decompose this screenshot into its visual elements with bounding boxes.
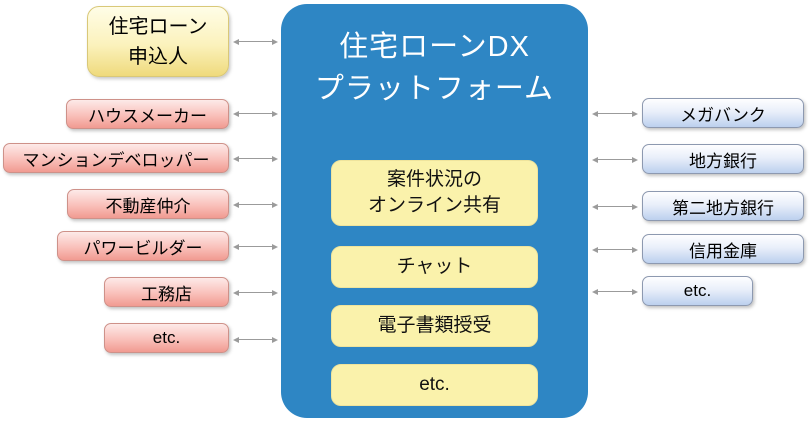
- feature-box-etc: etc.: [331, 364, 538, 406]
- actor-box-construction-shop: 工務店: [104, 277, 229, 307]
- bank-box-regional-bank: 地方銀行: [642, 144, 804, 174]
- double-arrow-real-estate-broker-icon: [233, 200, 278, 209]
- double-arrow-regional-bank-icon: [592, 155, 638, 164]
- double-arrow-applicant-icon: [233, 37, 278, 46]
- double-arrow-house-maker-icon: [233, 109, 278, 118]
- feature-box-chat: チャット: [331, 246, 538, 288]
- feature-box-status-share: 案件状況の オンライン共有: [331, 160, 538, 226]
- double-arrow-mansion-developer-icon: [233, 154, 278, 163]
- double-arrow-power-builder-icon: [233, 242, 278, 251]
- double-arrow-second-regional-bank-icon: [592, 202, 638, 211]
- actor-box-house-maker: ハウスメーカー: [66, 99, 229, 129]
- double-arrow-construction-shop-icon: [233, 288, 278, 297]
- actor-box-power-builder: パワービルダー: [57, 231, 229, 261]
- platform-panel: 住宅ローンDX プラットフォーム 案件状況の オンライン共有 チャット 電子書類…: [281, 4, 588, 418]
- bank-box-second-regional-bank: 第二地方銀行: [642, 191, 804, 221]
- bank-box-megabank: メガバンク: [642, 98, 804, 128]
- bank-box-etc: etc.: [642, 276, 753, 306]
- double-arrow-left-etc-icon: [233, 335, 278, 344]
- bank-box-shinkin-bank: 信用金庫: [642, 234, 804, 264]
- double-arrow-shinkin-bank-icon: [592, 245, 638, 254]
- platform-title: 住宅ローンDX プラットフォーム: [314, 31, 555, 106]
- actor-box-applicant: 住宅ローン 申込人: [87, 6, 229, 77]
- actor-box-mansion-developer: マンションデベロッパー: [3, 143, 229, 173]
- feature-box-e-documents: 電子書類授受: [331, 305, 538, 347]
- double-arrow-megabank-icon: [592, 109, 638, 118]
- double-arrow-right-etc-icon: [592, 287, 638, 296]
- actor-box-etc: etc.: [104, 323, 229, 353]
- actor-box-real-estate-broker: 不動産仲介: [67, 189, 229, 219]
